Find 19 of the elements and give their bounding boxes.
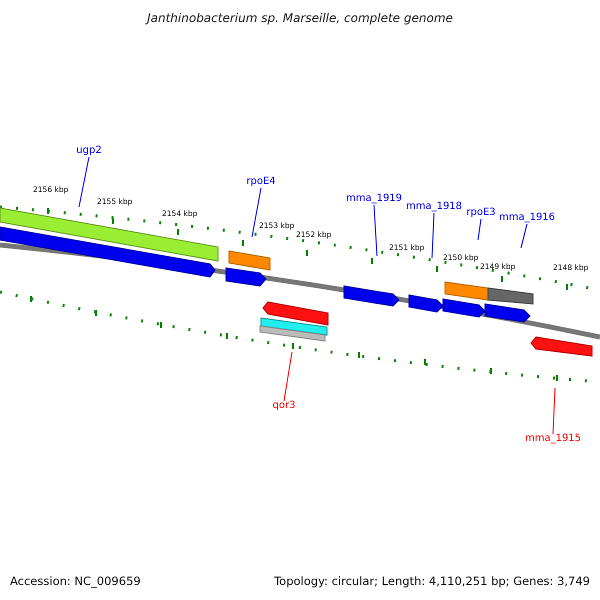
genome-summary-text: Topology: circular; Length: 4,110,251 bp; Genes: 3,749 xyxy=(274,576,590,588)
leader-line xyxy=(478,218,482,240)
leader-line xyxy=(284,352,292,402)
leader-line xyxy=(552,388,556,434)
gene-label: mma_1916 xyxy=(498,213,556,223)
gene-label: ugp2 xyxy=(76,146,102,156)
accession-text: Accession: NC_009659 xyxy=(10,576,141,588)
leader-line xyxy=(520,224,528,248)
gene-label: mma_1919 xyxy=(346,194,402,204)
gene-label: mma_1918 xyxy=(406,202,462,212)
leader-line xyxy=(78,156,90,208)
gene-label: rpoE4 xyxy=(246,177,276,187)
map-title: Janthinobacterium sp. Marseille, complete genome xyxy=(147,12,453,24)
gene-label: mma_1915 xyxy=(524,434,582,444)
leader-line xyxy=(432,212,434,258)
leader-line xyxy=(252,188,262,238)
leader-line xyxy=(374,204,378,256)
gene-label: qor3 xyxy=(272,401,296,411)
gene-label: rpoE3 xyxy=(466,208,496,218)
